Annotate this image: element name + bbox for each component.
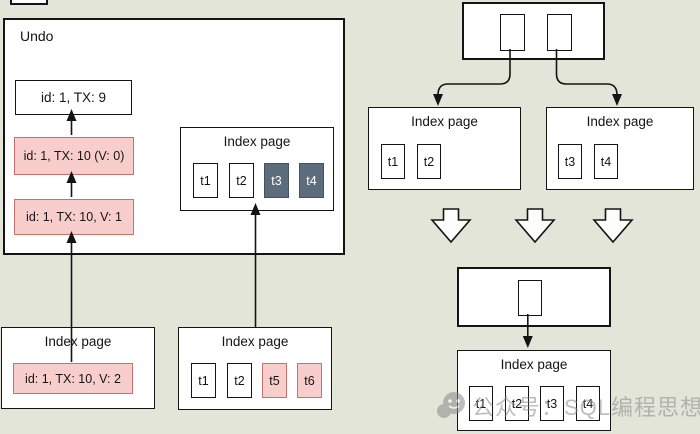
record-tile-t5-pink: t5 xyxy=(262,363,287,398)
btree-root-box xyxy=(462,2,605,60)
undo-version-v0-box: id: 1, TX: 10 (V: 0) xyxy=(14,137,134,175)
merged-index-page-title: Index page xyxy=(500,357,568,372)
bottom-mid-index-page-box: Index page t1 t2 t5 t6 xyxy=(178,327,332,410)
record-tile-t1: t1 xyxy=(191,363,216,398)
undo-version-tx9-box: id: 1, TX: 9 xyxy=(15,80,132,115)
record-tile-t1: t1 xyxy=(381,144,405,179)
index-record-v2-box: id: 1, TX: 10, V: 2 xyxy=(13,363,133,394)
root-pointer-slot xyxy=(547,14,572,51)
child-left-index-page-title: Index page xyxy=(411,114,478,129)
bottom-left-index-page-box: Index page id: 1, TX: 10, V: 2 xyxy=(1,327,155,409)
record-tile-t4: t4 xyxy=(576,386,600,421)
record-tile-t3-dark: t3 xyxy=(264,163,289,198)
undo-title: Undo xyxy=(20,28,54,44)
record-tile-t3: t3 xyxy=(540,386,564,421)
record-tile-t2: t2 xyxy=(229,163,254,198)
cutoff-box-top-left xyxy=(10,0,48,5)
record-tile-t3: t3 xyxy=(558,144,582,179)
undo-index-page-box: Index page t1 t2 t3 t4 xyxy=(180,127,334,211)
bottom-left-index-page-title: Index page xyxy=(44,334,112,349)
record-tile-t4: t4 xyxy=(594,144,618,179)
undo-container-box: Undo id: 1, TX: 9 id: 1, TX: 10 (V: 0) i… xyxy=(3,18,345,255)
root-pointer-slot xyxy=(518,280,542,316)
record-tile-t2: t2 xyxy=(505,386,529,421)
child-right-index-page-title: Index page xyxy=(586,114,654,129)
record-tile-t1: t1 xyxy=(469,386,493,421)
root-pointer-slot xyxy=(500,14,525,51)
undo-version-v1-box: id: 1, TX: 10, V: 1 xyxy=(14,199,134,235)
merged-root-box xyxy=(457,267,611,327)
record-tile-t2: t2 xyxy=(417,144,441,179)
undo-index-page-title: Index page xyxy=(223,134,291,149)
bottom-mid-index-page-title: Index page xyxy=(221,334,289,349)
record-tile-t2: t2 xyxy=(227,363,252,398)
record-tile-t6-pink: t6 xyxy=(297,363,322,398)
record-tile-t4-dark: t4 xyxy=(299,163,324,198)
child-left-index-page-box: Index page t1 t2 xyxy=(368,107,521,190)
merged-index-page-box: Index page t1 t2 t3 t4 xyxy=(457,350,611,431)
record-tile-t1: t1 xyxy=(193,163,218,198)
merge-down-arrows xyxy=(430,208,634,244)
child-right-index-page-box: Index page t3 t4 xyxy=(546,107,694,190)
